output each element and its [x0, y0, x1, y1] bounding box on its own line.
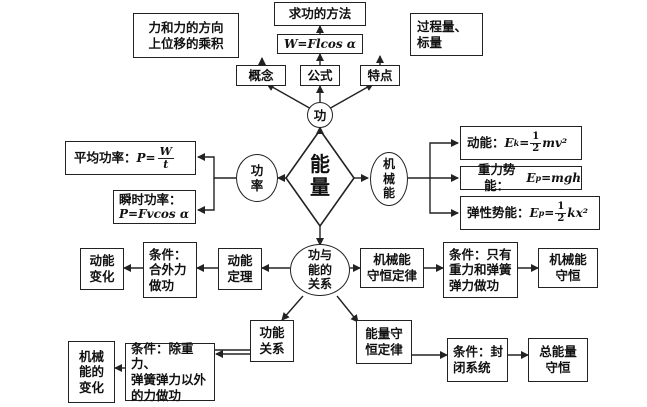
- instant-power-box: 瞬时功率： P=Fvcos α: [113, 190, 196, 224]
- kinetic-energy-tail: mv²: [542, 135, 568, 150]
- kinetic-energy-fraction: 1 2: [530, 131, 542, 154]
- method-title-box: 求功的方法: [274, 2, 366, 26]
- work-energy-result-box: 机械 能的 变化: [68, 341, 115, 403]
- gravity-potential-label: 重力势能：: [477, 162, 516, 193]
- arrow-work-to-concept: [266, 83, 314, 111]
- elastic-fraction-num: 1: [555, 201, 567, 214]
- energy-conservation-box: 能量守 恒定律: [356, 320, 412, 364]
- conservation-condition-box: 条件：只有 重力和弹簧 弹力做功: [443, 242, 518, 298]
- elastic-fraction-den: 2: [557, 212, 565, 224]
- arrow-mech-to-elastic: [429, 178, 459, 217]
- elastic-potential-tail: kx²: [567, 205, 589, 220]
- arrow-mech-to-kinetic: [408, 139, 459, 179]
- elastic-potential-symbol: E: [529, 205, 539, 220]
- arrow-work-to-feature: [326, 83, 374, 111]
- mech-energy-node: 机 械 能: [370, 152, 408, 206]
- work-definition-box: 力和力的方向 上位移的乘积: [133, 13, 239, 58]
- kinetic-fraction-num: 1: [530, 131, 542, 144]
- work-formula-box: W=Flcos α: [277, 34, 363, 54]
- feature-box: 特点: [360, 65, 400, 86]
- power-node: 功 率: [236, 154, 278, 202]
- gravity-potential-tail: =mgh: [541, 170, 581, 185]
- work-energy-relation-box: 功能 关系: [250, 320, 294, 362]
- energy-result-box: 总能量 守恒: [528, 338, 588, 382]
- average-power-denominator: t: [163, 157, 169, 171]
- kinetic-energy-sub: k: [513, 138, 520, 148]
- kinetic-energy-symbol: E: [504, 135, 514, 150]
- kinetic-fraction-den: 2: [532, 142, 540, 154]
- elastic-potential-sub: p: [538, 208, 545, 218]
- elastic-energy-fraction: 1 2: [555, 201, 567, 224]
- work-node: 功: [307, 102, 333, 128]
- work-feature-box: 过程量、 标量: [410, 13, 483, 56]
- arrow-work-energy-to-condition: [211, 349, 250, 352]
- instant-power-label: 瞬时功率：: [119, 191, 182, 207]
- formula-label-box: 公式: [300, 65, 340, 86]
- kinetic-theorem-box: 动能 定理: [218, 248, 262, 290]
- arrow-power-to-average: [197, 153, 236, 179]
- average-power-box: 平均功率： P= W t: [65, 141, 196, 175]
- kinetic-condition-box: 条件： 合外力 做功: [143, 242, 197, 298]
- gravity-potential-symbol: E: [526, 170, 536, 185]
- kinetic-energy-label: 动能：: [467, 135, 505, 151]
- gravity-potential-sub: p: [535, 173, 542, 183]
- instant-power-formula: P=Fvcos α: [119, 207, 190, 222]
- arrow-relation-to-energy-conservation: [336, 295, 359, 323]
- work-energy-condition-box: 条件：除重力、 弹簧弹力以外 的力做功: [125, 341, 215, 403]
- arrow-power-to-instant: [197, 178, 215, 214]
- average-power-fraction: W t: [157, 144, 174, 171]
- average-power-label: 平均功率：: [74, 150, 137, 166]
- kinetic-result-box: 动能 变化: [80, 248, 124, 290]
- average-power-numerator: W: [157, 144, 174, 159]
- conservation-result-box: 机械能 守恒: [538, 248, 598, 288]
- work-energy-relation-node: 功与 能的 关系: [290, 244, 350, 296]
- energy-condition-box: 条件：封 闭系统: [447, 338, 508, 382]
- elastic-potential-label: 弹性势能：: [467, 205, 530, 221]
- average-power-prefix: P=: [136, 150, 156, 165]
- concept-box: 概念: [236, 65, 286, 86]
- arrow-relation-to-work-energy: [281, 295, 304, 321]
- center-label: 能 量: [310, 152, 330, 199]
- conservation-law-box: 机械能 守恒定律: [360, 248, 424, 288]
